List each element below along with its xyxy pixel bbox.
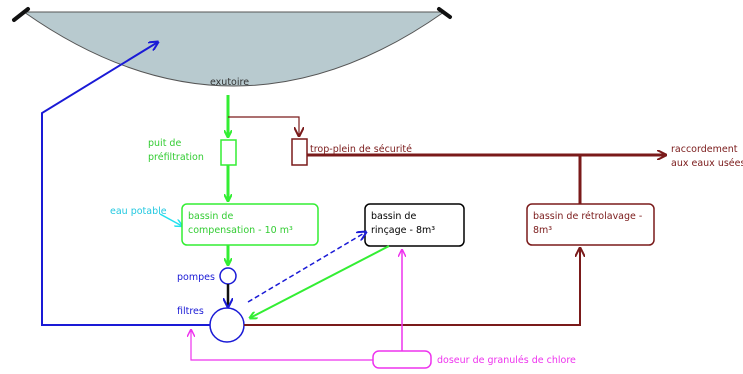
pipe-return-to-pool <box>41 42 210 326</box>
label-rincage-line1: bassin de <box>371 211 416 222</box>
label-pompes: pompes <box>177 272 215 283</box>
bassin-compensation <box>181 203 319 246</box>
label-compensation-line1: bassin de <box>188 211 233 222</box>
bassin-rincage <box>364 203 465 247</box>
pool-basin <box>22 11 446 87</box>
label-trop-plein: trop-plein de sécurité <box>310 144 412 155</box>
label-retrolavage-line2: 8m³ <box>533 225 552 236</box>
label-raccordement-line1: raccordement <box>671 144 738 155</box>
pipe-filtres-to-retrolavage <box>244 248 580 326</box>
label-eau-potable: eau potable <box>110 206 167 217</box>
filtres-symbol <box>209 307 245 343</box>
pipe-doseur-to-filtres <box>191 330 373 361</box>
pipe-overflow-branch <box>228 116 299 136</box>
label-filtres: filtres <box>177 306 204 317</box>
trop-plein-box <box>291 138 308 166</box>
puit-prefiltration <box>220 139 237 166</box>
label-doseur: doseur de granulés de chlore <box>437 355 576 366</box>
pompes-symbol <box>219 267 237 285</box>
label-exutoire: exutoire <box>210 77 249 88</box>
pool-edge-left <box>12 7 30 22</box>
label-rincage-line2: rinçage - 8m³ <box>371 225 435 236</box>
pipe-filtres-to-rincage <box>247 232 366 303</box>
pool-edge-right <box>437 7 452 19</box>
pipe-rincage-to-filtres <box>250 245 390 318</box>
doseur-chlore <box>372 350 432 369</box>
label-puit-line1: puit de <box>148 138 181 149</box>
bassin-retrolavage <box>526 203 655 246</box>
label-puit-line2: préfiltration <box>148 152 204 163</box>
label-raccordement-line2: aux eaux usées <box>671 158 743 169</box>
label-retrolavage-line1: bassin de rétrolavage - <box>533 211 642 222</box>
label-compensation-line2: compensation - 10 m³ <box>188 225 293 236</box>
pipe-eau-potable <box>159 213 182 226</box>
